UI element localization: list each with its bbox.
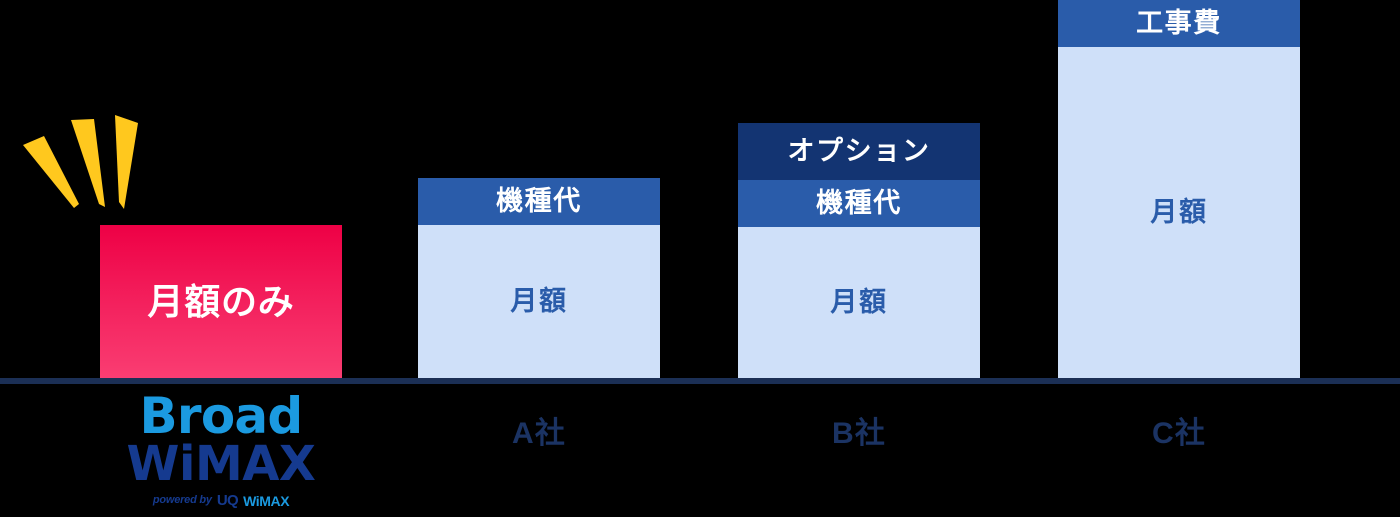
- bar-segment-label: 月額: [830, 287, 888, 317]
- bar-segment-monthly: 月額: [418, 225, 660, 378]
- bar-broad-wimax: 月額のみ: [100, 225, 342, 378]
- bar-segment-install-fee: 工事費: [1058, 0, 1300, 47]
- bar-company-b: オプション 機種代 月額: [738, 123, 980, 378]
- broad-wimax-logo: Broad WiMAX powered by UQ WiMAX: [100, 387, 342, 508]
- bar-segment-label: 機種代: [496, 186, 582, 216]
- bar-segment-device-fee: 機種代: [738, 180, 980, 227]
- category-label-company-b: B社: [831, 417, 887, 450]
- logo-partner-name: WiMAX: [243, 492, 290, 509]
- bar-segment-label: 月額: [1150, 197, 1208, 227]
- bar-company-a: 機種代 月額: [418, 178, 660, 378]
- bar-company-c: 工事費 月額: [1058, 0, 1300, 378]
- category-label-company-c: C社: [1151, 417, 1207, 450]
- bar-segment-label: 工事費: [1136, 8, 1222, 38]
- logo-powered-by-text: powered by: [152, 494, 212, 506]
- bar-segment-label: 機種代: [816, 188, 902, 218]
- logo-brand-bottom: WiMAX: [126, 436, 316, 492]
- bar-segment-monthly-only: 月額のみ: [100, 225, 342, 378]
- bar-segment-monthly: 月額: [738, 227, 980, 378]
- logo-partner-mark: UQ: [216, 492, 239, 509]
- bar-segment-monthly: 月額: [1058, 47, 1300, 378]
- bar-segment-label: 月額のみ: [147, 280, 295, 322]
- logo-powered-by-row: powered by UQ WiMAX: [100, 493, 342, 508]
- bar-segment-label: 月額: [510, 286, 568, 316]
- logo-brand-top: Broad: [139, 387, 304, 445]
- axis-baseline: [0, 378, 1400, 384]
- bar-segment-option-fee: オプション: [738, 123, 980, 180]
- category-label-company-a: A社: [511, 417, 567, 450]
- bar-segment-label: オプション: [787, 136, 931, 166]
- sparkle-burst-icon: [14, 112, 159, 222]
- bar-segment-device-fee: 機種代: [418, 178, 660, 225]
